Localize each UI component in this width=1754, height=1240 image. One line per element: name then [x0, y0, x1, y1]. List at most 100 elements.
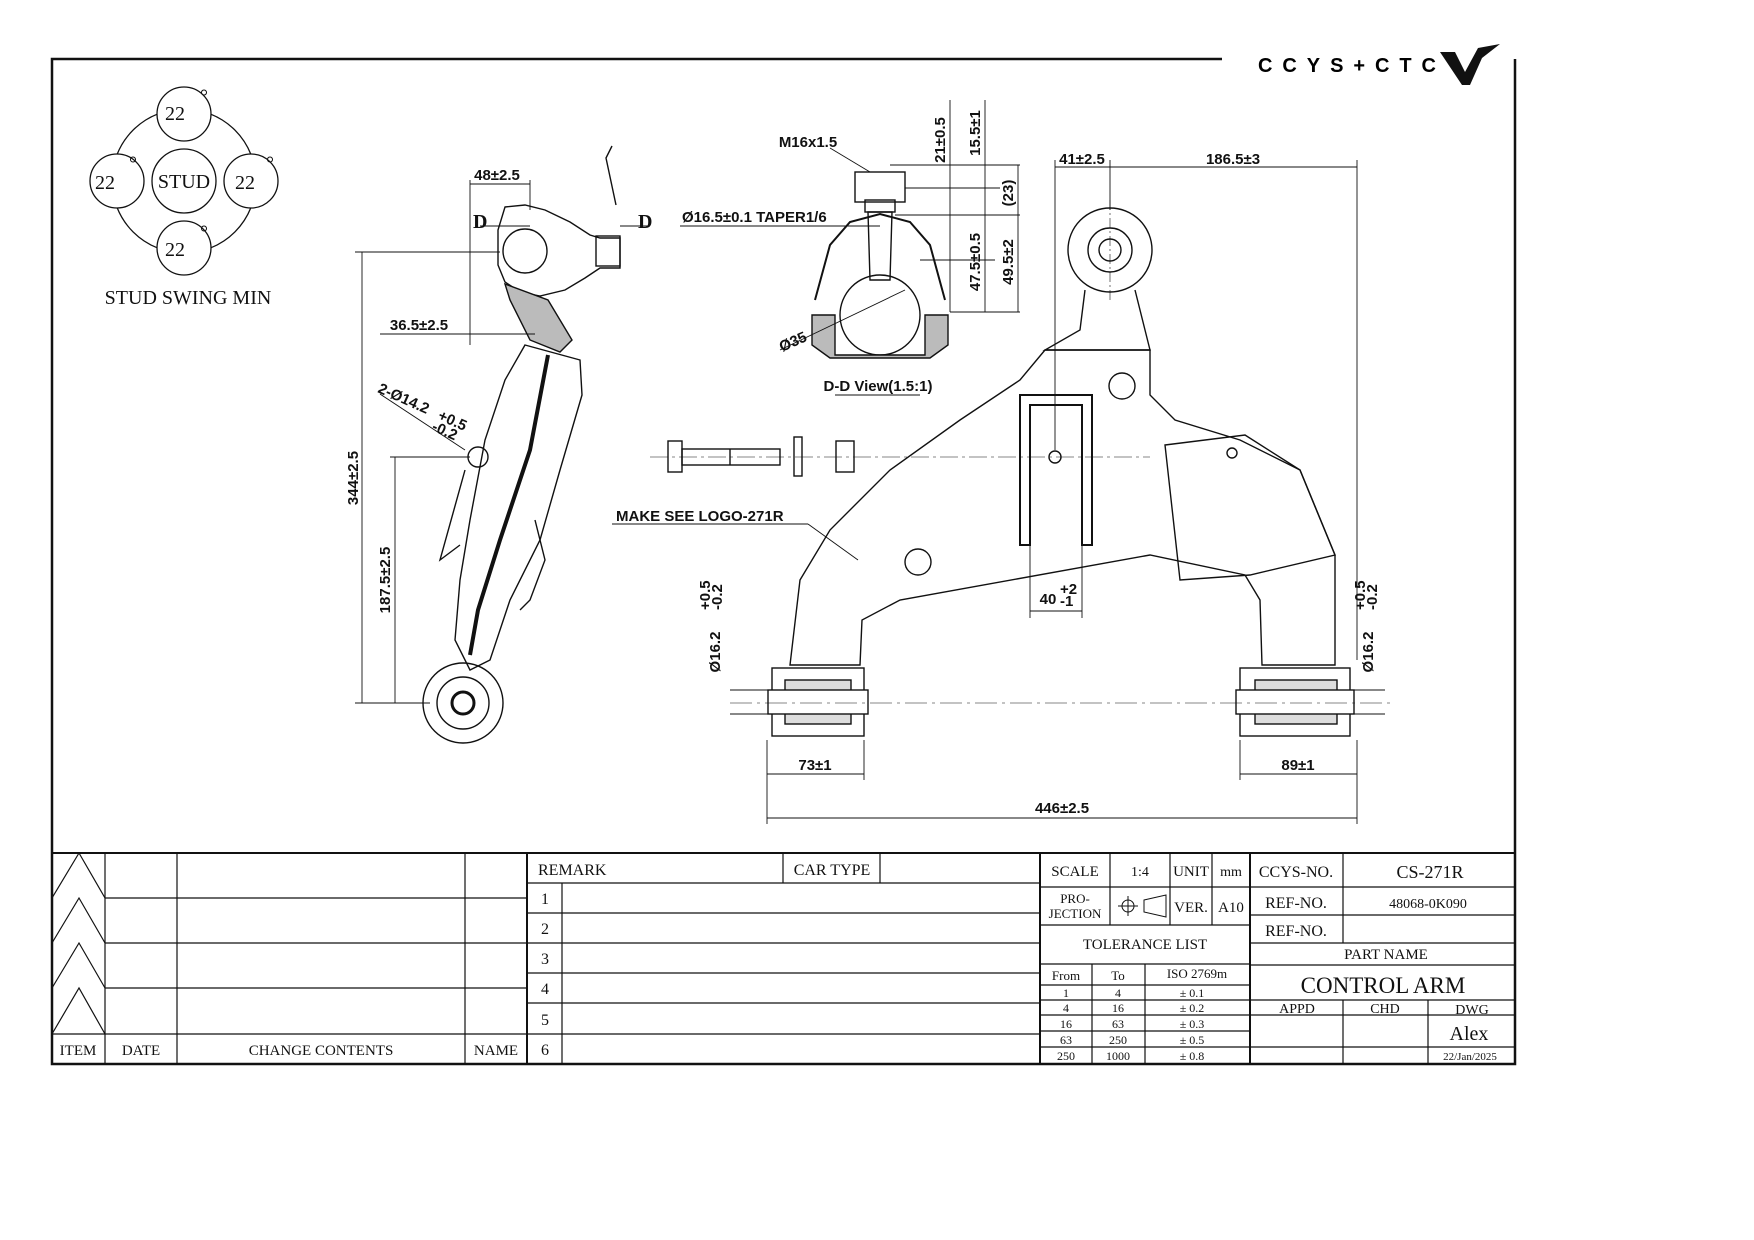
remark-row-1: 1 — [541, 891, 549, 908]
side-neck-section — [503, 282, 573, 353]
drawing-date: 22/Jan/2025 — [1443, 1051, 1497, 1063]
stud-swing-diagram — [89, 86, 279, 276]
section-nut — [854, 171, 906, 203]
dim-bush-dia-left: Ø16.2 — [707, 632, 724, 673]
car-type-label: CAR TYPE — [794, 862, 871, 879]
dim-36-5: 36.5±2.5 — [390, 317, 448, 334]
section-stud — [867, 211, 893, 281]
side-arm-body — [454, 344, 583, 671]
dim-40-upper: +2 — [1060, 581, 1077, 598]
swing-angle-left: 22 — [95, 172, 115, 194]
swing-left-circle — [89, 153, 145, 209]
chd-label: CHD — [1370, 1002, 1400, 1017]
dim-41: 41±2.5 — [1059, 151, 1105, 168]
bolt-assembly — [650, 436, 1150, 477]
tol-from-1: 1 — [1063, 986, 1069, 1000]
cotter-pin — [605, 145, 617, 206]
scale-label: SCALE — [1051, 864, 1099, 880]
section-housing — [811, 314, 949, 359]
remark-row-6: 6 — [541, 1042, 549, 1059]
swing-right-circle — [223, 153, 279, 209]
remark-row-2: 2 — [541, 921, 549, 938]
bushing-right-sleeve — [1235, 689, 1355, 715]
dim-bush-left-upper: +0.5 — [697, 580, 714, 610]
section-view-dd — [680, 100, 1020, 396]
title-block-lines — [51, 851, 1515, 1064]
tol-to-4: 250 — [1109, 1033, 1127, 1047]
side-arm-flange — [438, 469, 466, 562]
section-cut-left: D — [473, 211, 487, 233]
marking-leader-d — [807, 523, 859, 561]
part-name-value: CONTROL ARM — [1301, 973, 1466, 998]
rev-header-item: ITEM — [60, 1043, 97, 1059]
tolerance-rows: 1 4 ± 0.1 4 16 ± 0.2 16 63 ± 0.3 63 250 … — [1057, 986, 1204, 1063]
plan-arm-outline — [789, 349, 1336, 666]
side-hole — [467, 446, 489, 468]
plan-plate-hole — [1226, 447, 1238, 459]
dim-taper: Ø16.5±0.1 TAPER1/6 — [682, 209, 827, 226]
swing-degree-bottom: ° — [200, 222, 208, 244]
swing-angle-top: 22 — [165, 103, 185, 125]
tol-to-1: 4 — [1115, 986, 1121, 1000]
tol-header-to: To — [1111, 968, 1125, 983]
drawn-by: Alex — [1450, 1023, 1489, 1045]
dim-186-5: 186.5±3 — [1206, 151, 1260, 168]
marking-callout — [612, 523, 859, 561]
swing-top-circle — [156, 86, 212, 142]
swing-degree-top: ° — [200, 86, 208, 108]
side-arm-rib — [519, 519, 546, 611]
swing-angle-bottom: 22 — [165, 239, 185, 261]
brand-logo: CCYS+CTC — [1258, 44, 1500, 85]
rev-header-name: NAME — [474, 1043, 518, 1059]
plan-view — [730, 160, 1390, 824]
dim-bush-right-lower: -0.2 — [1364, 584, 1381, 610]
tol-header-std: ISO 2769m — [1167, 966, 1227, 981]
dim-187-5: 187.5±2.5 — [377, 547, 394, 614]
bushing-left-sleeve — [767, 689, 869, 715]
dim-2-holes: 2-Ø14.2 — [375, 380, 431, 418]
tol-from-2: 4 — [1063, 1001, 1069, 1015]
tol-val-5: ± 0.8 — [1180, 1049, 1205, 1063]
tol-val-4: ± 0.5 — [1180, 1033, 1205, 1047]
dim-49-5: 49.5±2 — [1000, 239, 1017, 285]
leader-ball — [779, 289, 906, 351]
projection-symbol — [1118, 894, 1167, 918]
scale-value: 1:4 — [1131, 865, 1149, 880]
section-boot — [814, 212, 946, 301]
projection-label-1: PRO- — [1060, 891, 1090, 906]
dim-15-5: 15.5±1 — [967, 110, 984, 156]
ref-no-value: 48068-0K090 — [1389, 897, 1467, 912]
logo-wing-mark — [1440, 44, 1500, 85]
projection-label-2: JECTION — [1049, 906, 1102, 921]
appd-label: APPD — [1279, 1002, 1315, 1017]
ref-no-label: REF-NO. — [1265, 895, 1327, 912]
dim-bush-left-lower: -0.2 — [709, 584, 726, 610]
side-ball — [502, 228, 548, 274]
bolt-head — [667, 440, 683, 473]
dim-344: 344±2.5 — [345, 451, 362, 505]
swing-degree-left: ° — [129, 153, 137, 175]
remark-row-5: 5 — [541, 1012, 549, 1029]
side-bushing-mid — [436, 676, 490, 730]
dim-23: (23) — [1000, 180, 1017, 207]
marking-text: MAKE SEE LOGO-271R — [616, 508, 784, 525]
dim-21: 21±0.5 — [932, 117, 949, 163]
tol-to-3: 63 — [1112, 1017, 1124, 1031]
swing-bottom-circle — [156, 220, 212, 276]
tol-from-3: 16 — [1060, 1017, 1072, 1031]
unit-value: mm — [1220, 865, 1242, 880]
plan-center-channel — [1019, 394, 1093, 546]
dim-bush-right-upper: +0.5 — [1352, 580, 1369, 610]
dwg-label: DWG — [1455, 1003, 1488, 1018]
side-view — [355, 145, 650, 744]
remark-row-3: 3 — [541, 951, 549, 968]
flange-nut — [835, 440, 855, 473]
ref-no2-label: REF-NO. — [1265, 923, 1327, 940]
swing-degree-right: ° — [266, 153, 274, 175]
dim-ball-dia: Ø35 — [777, 329, 810, 356]
ccys-no-value: CS-271R — [1396, 862, 1463, 882]
plan-hole-lower — [904, 548, 932, 576]
drawing-frame — [50, 57, 1517, 1066]
side-bushing-inner — [450, 690, 476, 716]
side-stud-nut — [595, 235, 621, 267]
